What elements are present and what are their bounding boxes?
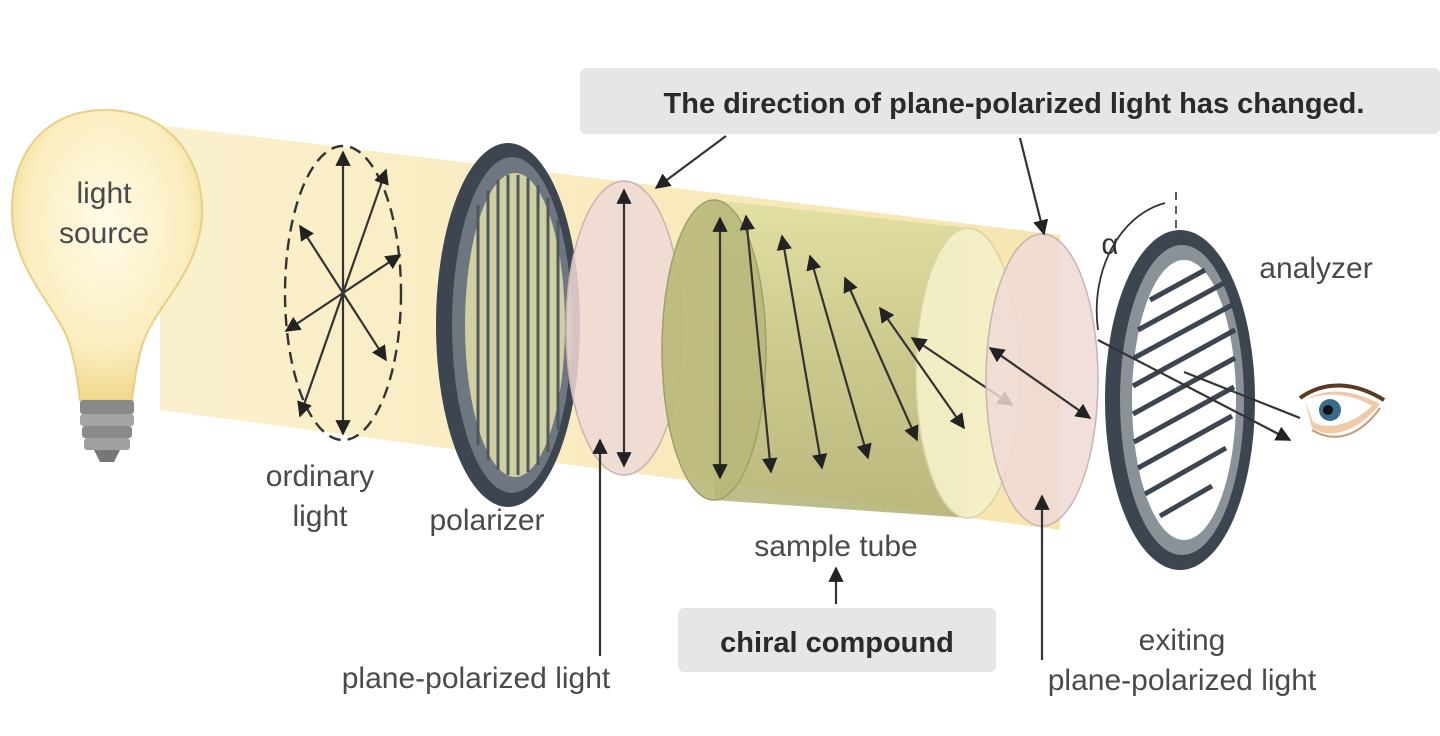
direction-changed-text: The direction of plane-polarized light h… xyxy=(664,88,1365,120)
ordinary-light-label-line2: light xyxy=(292,500,348,533)
alpha-label: α xyxy=(1101,228,1118,261)
plane-polarized-disc xyxy=(565,180,683,476)
plane-polarized-light-label: plane-polarized light xyxy=(342,662,611,695)
eye-icon xyxy=(1298,383,1386,438)
exiting-plane-polarized-disc xyxy=(985,233,1099,527)
exiting-label-line2: plane-polarized light xyxy=(1048,664,1317,697)
chiral-compound-callout: chiral compound xyxy=(678,608,996,672)
rotation-angle-arc xyxy=(1095,202,1166,331)
analyzer-filter xyxy=(1097,230,1301,570)
chiral-compound-label: chiral compound xyxy=(720,627,954,659)
rotating-polarization-vectors xyxy=(712,214,1014,480)
exiting-label-line1: exiting xyxy=(1139,624,1226,657)
direction-changed-callout: The direction of plane-polarized light h… xyxy=(580,68,1440,236)
polarizer-label: polarizer xyxy=(429,504,544,537)
ordinary-light-vectors xyxy=(283,144,403,442)
ordinary-light-label-line1: ordinary xyxy=(266,460,374,493)
sample-tube xyxy=(661,199,1021,519)
sample-tube-label: sample tube xyxy=(754,530,917,563)
light-bulb-icon xyxy=(10,108,204,462)
analyzer-label: analyzer xyxy=(1259,252,1372,285)
polarizer-filter xyxy=(436,143,580,507)
light-source-label-line2: source xyxy=(59,217,149,250)
light-source-label-line1: light xyxy=(76,177,132,210)
